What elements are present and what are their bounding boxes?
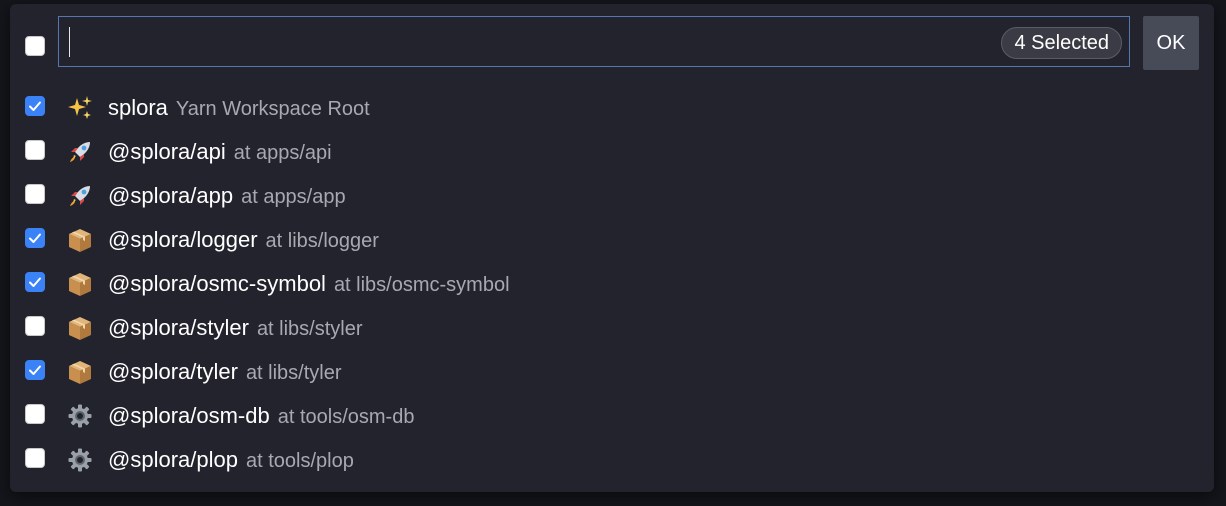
selected-count-badge: 4 Selected xyxy=(1001,27,1122,59)
item-checkbox[interactable] xyxy=(25,316,45,336)
item-name: @splora/tyler xyxy=(108,359,238,384)
item-checkbox[interactable] xyxy=(25,184,45,204)
rocket-icon xyxy=(66,182,94,210)
filter-input[interactable] xyxy=(73,25,977,59)
gear-icon xyxy=(66,402,94,430)
item-description: at tools/plop xyxy=(245,450,354,472)
item-checkbox[interactable] xyxy=(25,360,45,380)
item-checkbox[interactable] xyxy=(25,448,45,468)
item-checkbox[interactable] xyxy=(25,96,45,116)
filter-input-box[interactable]: 4 Selected xyxy=(58,16,1130,67)
item-name: @splora/osm-db xyxy=(108,403,270,428)
text-caret xyxy=(69,27,70,57)
item-name: @splora/app xyxy=(108,183,234,208)
item-description: at libs/logger xyxy=(265,230,379,252)
gear-icon xyxy=(66,446,94,474)
item-name: @splora/logger xyxy=(108,227,258,252)
list-item[interactable]: @splora/styler at libs/styler xyxy=(10,306,1214,350)
package-icon xyxy=(66,226,94,254)
item-name: @splora/osmc-symbol xyxy=(108,271,326,296)
item-checkbox[interactable] xyxy=(25,140,45,160)
list-item[interactable]: @splora/api at apps/api xyxy=(10,130,1214,174)
item-description: at libs/tyler xyxy=(245,362,342,384)
item-description: Yarn Workspace Root xyxy=(175,98,370,120)
list-item[interactable]: @splora/logger at libs/logger xyxy=(10,218,1214,262)
item-description: at libs/osmc-symbol xyxy=(333,274,510,296)
package-icon xyxy=(66,270,94,298)
item-description: at tools/osm-db xyxy=(277,406,415,428)
quick-pick-header: 4 Selected OK xyxy=(10,16,1214,70)
list-item[interactable]: @splora/app at apps/app xyxy=(10,174,1214,218)
item-description: at apps/api xyxy=(233,142,332,164)
list-item[interactable]: @splora/osm-db at tools/osm-db xyxy=(10,394,1214,438)
package-icon xyxy=(66,358,94,386)
item-checkbox[interactable] xyxy=(25,228,45,248)
sparkles-icon xyxy=(66,94,94,122)
item-name: @splora/api xyxy=(108,139,226,164)
rocket-icon xyxy=(66,138,94,166)
package-icon xyxy=(66,314,94,342)
item-checkbox[interactable] xyxy=(25,404,45,424)
item-name: @splora/styler xyxy=(108,315,249,340)
item-checkbox[interactable] xyxy=(25,272,45,292)
list-item[interactable]: @splora/plop at tools/plop xyxy=(10,438,1214,482)
quick-pick-panel: 4 Selected OK splora Yarn Workspace Root … xyxy=(10,4,1214,492)
item-description: at apps/app xyxy=(241,186,346,208)
list-item[interactable]: @splora/tyler at libs/tyler xyxy=(10,350,1214,394)
workspace-list: splora Yarn Workspace Root @splora/api at … xyxy=(10,86,1214,482)
item-description: at libs/styler xyxy=(256,318,363,340)
item-name: @splora/plop xyxy=(108,447,238,472)
select-all-checkbox[interactable] xyxy=(25,36,45,56)
item-name: splora xyxy=(108,95,168,120)
ok-button[interactable]: OK xyxy=(1143,16,1199,70)
list-item[interactable]: splora Yarn Workspace Root xyxy=(10,86,1214,130)
list-item[interactable]: @splora/osmc-symbol at libs/osmc-symbol xyxy=(10,262,1214,306)
